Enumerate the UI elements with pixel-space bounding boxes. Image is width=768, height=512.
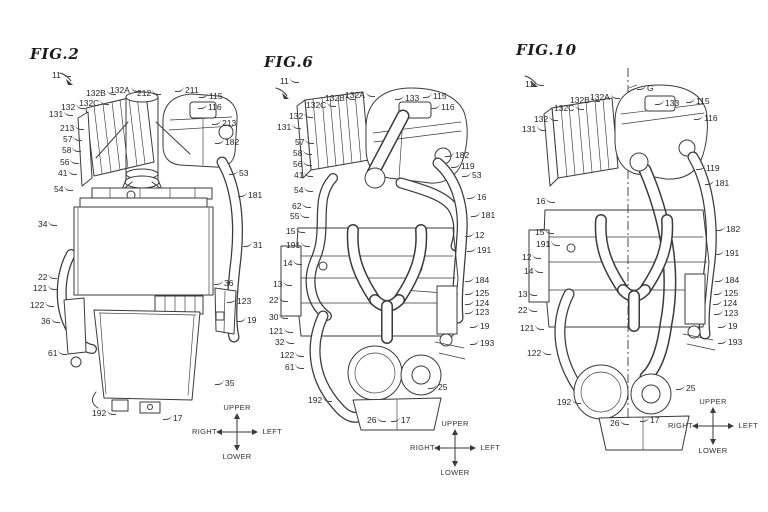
lower-cooler-drawing [92, 309, 201, 414]
compass-left-label: LEFT [480, 443, 500, 452]
compass-left-label: LEFT [262, 427, 282, 436]
intercooler-drawing [77, 93, 155, 187]
figure-title: FIG.2 [30, 45, 80, 63]
compass-upper-label: UPPER [441, 419, 469, 428]
intake-duct-drawing [364, 109, 410, 189]
exhaust-manifold-drawing [346, 224, 428, 344]
muffler-drawing [347, 345, 442, 431]
pipes-drawing [629, 151, 717, 384]
intercooler-drawing [296, 91, 370, 179]
air-cleaner-drawing [162, 93, 238, 168]
center-line-tick [628, 84, 638, 89]
compass-upper-label: UPPER [223, 403, 251, 412]
downpipe-drawing [309, 310, 367, 423]
engine-block-drawing [280, 227, 459, 337]
figure-title: FIG.6 [264, 53, 314, 71]
muffler-drawing [573, 364, 690, 451]
compass-lower-label: LOWER [440, 467, 470, 477]
compass-cross-icon [434, 429, 476, 467]
compass-lower-label: LOWER [698, 445, 728, 455]
fig10-engine-drawing [524, 68, 717, 451]
reference-arrow [59, 72, 73, 85]
figure-title: FIG.10 [516, 41, 577, 59]
compass-left-label: LEFT [738, 421, 758, 430]
fig2-engine-drawing [56, 72, 243, 414]
fig6-engine-drawing [275, 87, 468, 431]
compass-cross-icon [216, 413, 258, 451]
compass-right-label: RIGHT [410, 443, 435, 452]
throttle-parts-drawing [434, 285, 466, 360]
orientation-compass: UPPER LOWER RIGHT LEFT [192, 404, 282, 460]
intercooler-drawing [543, 97, 619, 187]
reference-arrow [275, 87, 289, 99]
reference-arrow [524, 75, 538, 87]
compass-right-label: RIGHT [192, 427, 217, 436]
engine-block-drawing [528, 209, 710, 328]
orientation-compass: UPPER LOWER RIGHT LEFT [410, 420, 500, 476]
compass-lower-label: LOWER [222, 451, 252, 461]
compass-cross-icon [692, 407, 734, 445]
exhaust-manifold-drawing [594, 214, 674, 332]
orientation-compass: UPPER LOWER RIGHT LEFT [668, 398, 758, 454]
radiator-drawing [73, 197, 214, 296]
compass-upper-label: UPPER [699, 397, 727, 406]
compass-right-label: RIGHT [668, 421, 693, 430]
throttle-parts-drawing [682, 273, 716, 351]
